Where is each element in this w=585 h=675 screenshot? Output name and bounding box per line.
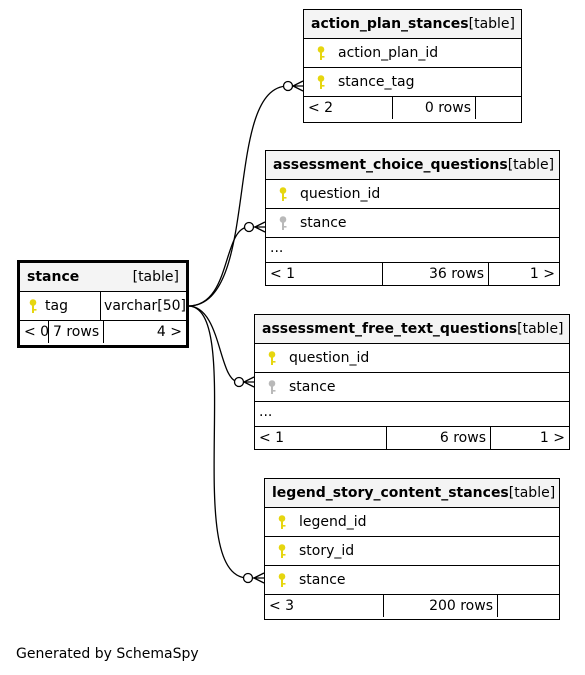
table-footer: < 0 7 rows 4 > <box>20 321 186 343</box>
column-name: action_plan_id <box>338 45 439 61</box>
more-columns-ellipsis: ... <box>255 402 569 427</box>
column-datatype: varchar[50] <box>100 292 186 320</box>
column-name: legend_id <box>299 514 367 530</box>
column-row-question-id[interactable]: question_id <box>255 344 569 373</box>
table-name: stance <box>27 269 80 285</box>
children-count[interactable] <box>497 595 559 617</box>
foreign-key-icon <box>255 379 289 395</box>
children-count[interactable]: 1 > <box>488 263 559 285</box>
column-row-tag[interactable]: tag varchar[50] <box>20 292 186 321</box>
crows-foot-marker <box>253 221 266 233</box>
table-header: legend_story_content_stances [table] <box>265 479 559 508</box>
table-type-label: [table] <box>132 269 179 285</box>
row-count: 0 rows <box>392 97 475 119</box>
parents-count[interactable]: < 1 <box>259 430 285 446</box>
column-name: stance_tag <box>338 74 415 90</box>
table-header: assessment_choice_questions [table] <box>266 151 559 180</box>
optional-marker <box>282 80 294 92</box>
crows-foot-marker <box>252 572 265 584</box>
table-name: assessment_free_text_questions <box>262 321 518 337</box>
column-name: tag <box>45 298 68 314</box>
children-count[interactable]: 1 > <box>490 427 569 449</box>
parents-count[interactable]: < 1 <box>270 266 296 282</box>
table-name: action_plan_stances <box>311 16 469 32</box>
parents-count[interactable]: < 3 <box>269 598 295 614</box>
table-header: assessment_free_text_questions [table] <box>255 315 569 344</box>
table-name: legend_story_content_stances <box>272 485 509 501</box>
primary-key-icon <box>304 45 338 61</box>
column-row-stance[interactable]: stance <box>266 209 559 238</box>
column-row-stance-tag[interactable]: stance_tag <box>304 68 521 97</box>
column-row-action-plan-id[interactable]: action_plan_id <box>304 39 521 68</box>
table-footer: < 2 0 rows <box>304 97 521 119</box>
column-name: question_id <box>289 350 370 366</box>
relationship-edge <box>187 305 264 579</box>
column-name: story_id <box>299 543 355 559</box>
generated-by-footer: Generated by SchemaSpy <box>16 646 199 662</box>
table-type-label: [table] <box>507 157 555 173</box>
primary-key-icon <box>265 543 299 559</box>
foreign-key-icon <box>266 215 300 231</box>
column-name: stance <box>289 379 336 395</box>
table-footer: < 1 6 rows 1 > <box>255 427 569 449</box>
row-count: 36 rows <box>382 263 488 285</box>
column-name: stance <box>299 572 346 588</box>
primary-key-icon <box>255 350 289 366</box>
column-name: question_id <box>300 186 381 202</box>
table-type-label: [table] <box>468 16 516 32</box>
primary-key-icon <box>20 298 45 314</box>
relationship-edge <box>187 226 265 307</box>
table-type-label: [table] <box>508 485 556 501</box>
row-count: 7 rows <box>48 321 103 343</box>
parents-count[interactable]: < 2 <box>308 100 334 116</box>
table-legend-story-content-stances[interactable]: legend_story_content_stances [table] leg… <box>264 478 560 620</box>
table-action-plan-stances[interactable]: action_plan_stances [table] action_plan_… <box>303 9 522 123</box>
column-row-stance[interactable]: stance <box>265 566 559 595</box>
relationship-edge <box>187 85 303 307</box>
primary-key-icon <box>304 74 338 90</box>
table-type-label: [table] <box>517 321 564 337</box>
table-footer: < 1 36 rows 1 > <box>266 263 559 285</box>
table-assessment-free-text-questions[interactable]: assessment_free_text_questions [table] q… <box>254 314 570 450</box>
relationship-edge <box>187 305 254 383</box>
more-columns-ellipsis: ... <box>266 238 559 263</box>
table-footer: < 3 200 rows <box>265 595 559 617</box>
row-count: 6 rows <box>386 427 490 449</box>
column-name: stance <box>300 215 347 231</box>
primary-key-icon <box>265 572 299 588</box>
table-assessment-choice-questions[interactable]: assessment_choice_questions [table] ques… <box>265 150 560 286</box>
column-row-stance[interactable]: stance <box>255 373 569 402</box>
primary-key-icon <box>265 514 299 530</box>
column-row-legend-id[interactable]: legend_id <box>265 508 559 537</box>
primary-key-icon <box>266 186 300 202</box>
optional-marker <box>243 221 255 233</box>
optional-marker <box>233 376 245 388</box>
optional-marker <box>242 572 254 584</box>
column-row-question-id[interactable]: question_id <box>266 180 559 209</box>
parents-count[interactable]: < 0 <box>24 324 50 340</box>
row-count: 200 rows <box>383 595 497 617</box>
table-header: stance [table] <box>20 263 186 292</box>
children-count[interactable] <box>475 97 521 119</box>
table-name: assessment_choice_questions <box>273 157 508 173</box>
table-stance[interactable]: stance [table] tag varchar[50] < 0 7 row… <box>17 260 189 348</box>
table-header: action_plan_stances [table] <box>304 10 521 39</box>
column-row-story-id[interactable]: story_id <box>265 537 559 566</box>
children-count[interactable]: 4 > <box>103 321 186 343</box>
